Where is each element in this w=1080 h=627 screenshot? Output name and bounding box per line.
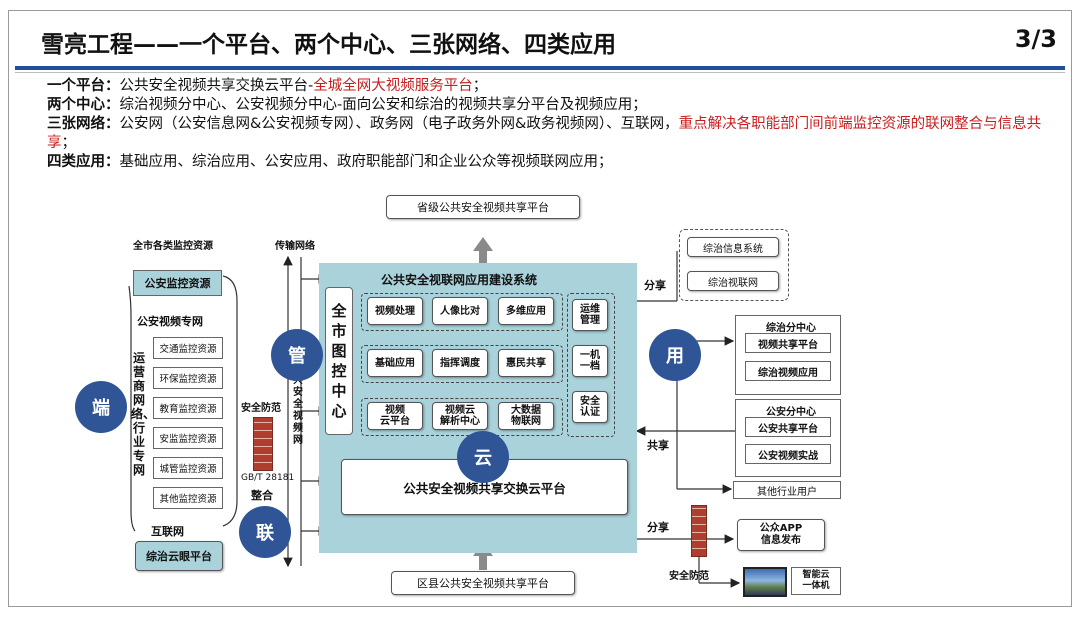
- page-number: 3/3: [1014, 25, 1057, 53]
- app-item: 视频 云平台: [367, 402, 423, 430]
- circle-manage: 管: [271, 329, 323, 381]
- intro-line-centers: 两个中心：综治视频分中心、公安视频分中心-面向公安和综治的视频共享分平台及视频应…: [47, 97, 647, 113]
- app-row-frame: [361, 345, 563, 383]
- comp-systems-group: [679, 229, 789, 301]
- page-title: 雪亮工程——一个平台、两个中心、三张网络、四类应用: [41, 32, 616, 58]
- side-app-item: 一机 一档: [572, 345, 608, 377]
- operator-resource-item: 交通监控资源: [153, 337, 223, 359]
- comp-info-system: 综治信息系统: [687, 237, 779, 257]
- zz-center-title: 综治分中心: [766, 323, 816, 334]
- label-security-left: 安全防范: [241, 403, 281, 414]
- zz-center: 综治分中心: [735, 315, 841, 395]
- app-item: 多维应用: [498, 297, 554, 325]
- circle-link: 联: [239, 506, 291, 558]
- operator-resource-item: 其他监控资源: [153, 487, 223, 509]
- cloud-eye-platform: 综治云眼平台: [135, 541, 223, 571]
- app-item: 大数据 物联网: [498, 402, 554, 430]
- provincial-platform: 省级公共安全视频共享平台: [386, 195, 580, 219]
- ga-video-practice: 公安视频实战: [745, 444, 831, 464]
- title-divider: [15, 66, 1065, 70]
- label-gbt: GB/T 28181: [241, 473, 295, 483]
- intro-text: 一个平台：公共安全视频共享交换云平台-全城全网大视频服务平台； 两个中心：综治视…: [47, 77, 1047, 172]
- label-police-network: 公安视频专网: [137, 315, 203, 328]
- side-app-item: 安全 认证: [572, 391, 608, 423]
- cloud-platform: 公共安全视频共享交换云平台: [341, 459, 628, 515]
- intro-line-apps: 四类应用：基础应用、综治应用、公安应用、政府职能部门和企业公众等视频联网应用；: [47, 154, 613, 170]
- label-share-bottom: 分享: [647, 521, 669, 534]
- app-item: 视频云 解析中心: [432, 402, 488, 430]
- system-title: 公共安全视联网应用建设系统: [381, 273, 538, 287]
- side-app-item: 运维 管理: [572, 299, 608, 331]
- app-item: 惠民共享: [498, 349, 554, 377]
- smart-device-icon: [743, 567, 787, 597]
- intro-line-networks: 三张网络：公安网（公安信息网&公安视频专网）、政务网（电子政务外网&政务视频网）…: [47, 116, 1042, 151]
- firewall-left-icon: [253, 417, 273, 471]
- title-divider-thin: [15, 72, 1065, 73]
- operator-resource-item: 教育监控资源: [153, 397, 223, 419]
- operator-resource-item: 城管监控资源: [153, 457, 223, 479]
- operator-resource-item: 环保监控资源: [153, 367, 223, 389]
- app-item: 指挥调度: [432, 349, 488, 377]
- smart-cloud-device: 智能云 一体机: [791, 567, 841, 595]
- public-app: 公众APP 信息发布: [737, 519, 825, 551]
- comp-view-network: 综治视联网: [687, 271, 779, 291]
- app-item: 视频处理: [367, 297, 423, 325]
- circle-cloud: 云: [457, 431, 509, 483]
- circle-end: 端: [75, 381, 127, 433]
- app-item: 基础应用: [367, 349, 423, 377]
- other-users: 其他行业用户: [733, 481, 841, 499]
- label-operator-network: 运营商网络、行业专网: [131, 351, 156, 477]
- app-item: 人像比对: [432, 297, 488, 325]
- label-all-resources: 全市各类监控资源: [133, 241, 213, 252]
- app-row-frame: [361, 398, 563, 436]
- label-transport: 传输网络: [275, 241, 315, 252]
- intro-line-platform: 一个平台：公共安全视频共享交换云平台-全城全网大视频服务平台；: [47, 78, 488, 94]
- operator-resource-item: 安监监控资源: [153, 427, 223, 449]
- circle-use: 用: [649, 329, 701, 381]
- label-integrate: 整合: [251, 489, 273, 502]
- slide: 雪亮工程——一个平台、两个中心、三张网络、四类应用 3/3 一个平台：公共安全视…: [8, 10, 1072, 607]
- label-share-mid: 共享: [647, 439, 669, 452]
- side-apps-frame: [567, 293, 615, 437]
- title-bar: 雪亮工程——一个平台、两个中心、三张网络、四类应用 3/3: [9, 11, 1071, 67]
- center-label: 全市图控中心: [325, 287, 353, 435]
- label-security-right: 安全防范: [669, 571, 709, 582]
- label-internet: 互联网: [151, 525, 184, 538]
- label-share-top: 分享: [644, 279, 666, 292]
- zz-video-app: 综治视频应用: [745, 361, 831, 381]
- zz-share-platform: 视频共享平台: [745, 333, 831, 353]
- ga-center: 公安分中心: [735, 399, 841, 477]
- county-platform: 区县公共安全视频共享平台: [391, 571, 575, 595]
- ga-share-platform: 公安共享平台: [745, 417, 831, 437]
- police-resources: 公安监控资源: [133, 270, 222, 296]
- app-row-frame: [361, 293, 563, 331]
- firewall-right-icon: [691, 505, 707, 557]
- ga-center-title: 公安分中心: [766, 407, 816, 418]
